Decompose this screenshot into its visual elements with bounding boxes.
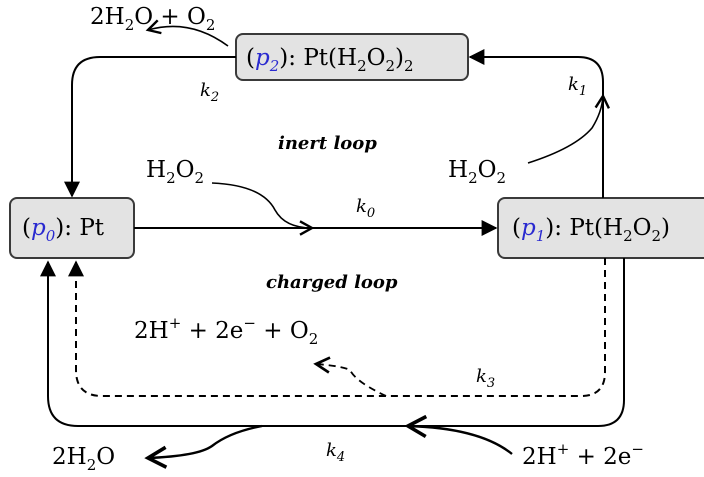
species-p2-products: 2H2O + O2 <box>90 4 215 34</box>
node-p2-open-paren: ( <box>246 45 255 71</box>
inert-loop-label: inert loop <box>278 133 377 154</box>
arrow-h2o2-into-k0 <box>211 182 315 236</box>
node-p1: (p1): Pt(H2O2) <box>497 197 704 259</box>
rate-k3: k3 <box>476 366 495 391</box>
species-k4-product: 2H2O <box>52 444 115 474</box>
edge-k1-p1-to-p2 <box>468 49 604 198</box>
svg-text:(p0): Pt: (p0): Pt <box>22 215 105 245</box>
svg-text:(p2): Pt(H2O2)2: (p2): Pt(H2O2)2 <box>246 45 414 75</box>
species-k3-products: 2H+ + 2e− + O2 <box>134 314 318 348</box>
edge-k4-p1-to-p0 <box>40 258 625 427</box>
arrow-h2o2-into-k1 <box>527 93 610 164</box>
node-p0: (p0): Pt <box>9 197 135 259</box>
species-k4-reactants: 2H+ + 2e− <box>522 440 644 470</box>
rate-k0: k0 <box>356 196 375 221</box>
edge-k2-p2-to-p0 <box>64 56 236 198</box>
species-h2o2-k0: H2O2 <box>146 157 204 187</box>
rate-k2: k2 <box>200 80 219 105</box>
node-p2: (p2): Pt(H2O2)2 <box>235 33 469 81</box>
node-p1-species-prefix: Pt(H <box>569 215 623 241</box>
node-p2-species-prefix: Pt(H <box>303 45 357 71</box>
svg-text:(p1): Pt(H2O2): (p1): Pt(H2O2) <box>512 215 670 245</box>
node-p0-id: p <box>31 215 46 241</box>
rate-k1: k1 <box>568 74 587 99</box>
charged-loop-label: charged loop <box>266 272 398 293</box>
node-p0-species: Pt <box>79 215 104 241</box>
arrow-k4-product-out <box>144 424 263 469</box>
node-p2-id-sub: 2 <box>269 57 280 75</box>
arrow-k2-products <box>145 19 229 47</box>
rate-k4: k4 <box>326 440 345 465</box>
species-h2o2-k1: H2O2 <box>448 157 506 187</box>
arrow-k3-products <box>313 356 387 397</box>
node-p2-id: p <box>255 45 270 71</box>
node-p1-id: p <box>521 215 536 241</box>
arrow-k4-reactants-in <box>404 414 513 455</box>
edge-k3-p1-to-p0 <box>68 258 606 397</box>
